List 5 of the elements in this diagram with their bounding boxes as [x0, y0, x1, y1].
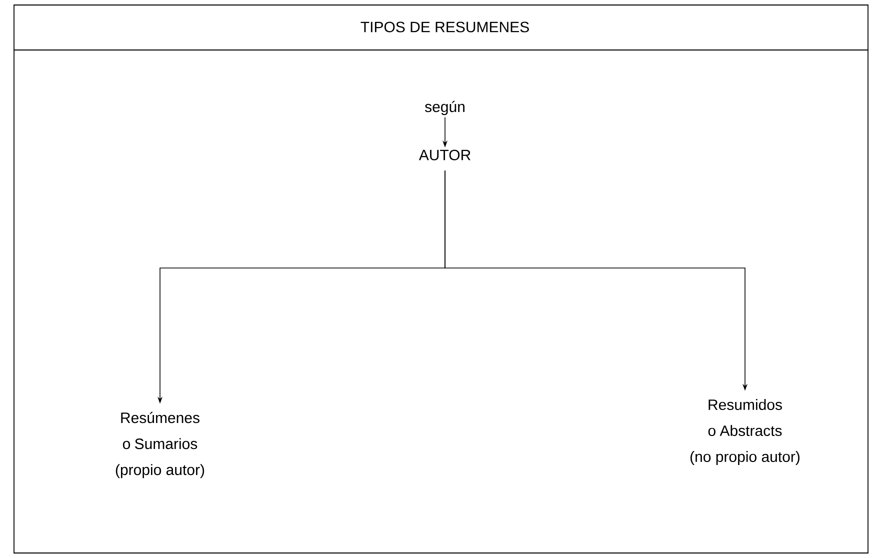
heading-text: AUTOR	[418, 150, 470, 160]
title: TIPOS DE RESUMENES	[360, 22, 529, 32]
label-text: según	[425, 100, 464, 116]
category-text: Resumidos o Abstracts (no propio autor)	[690, 399, 800, 465]
category-text: Resúmenes o Sumarios (propio autor)	[116, 412, 204, 478]
